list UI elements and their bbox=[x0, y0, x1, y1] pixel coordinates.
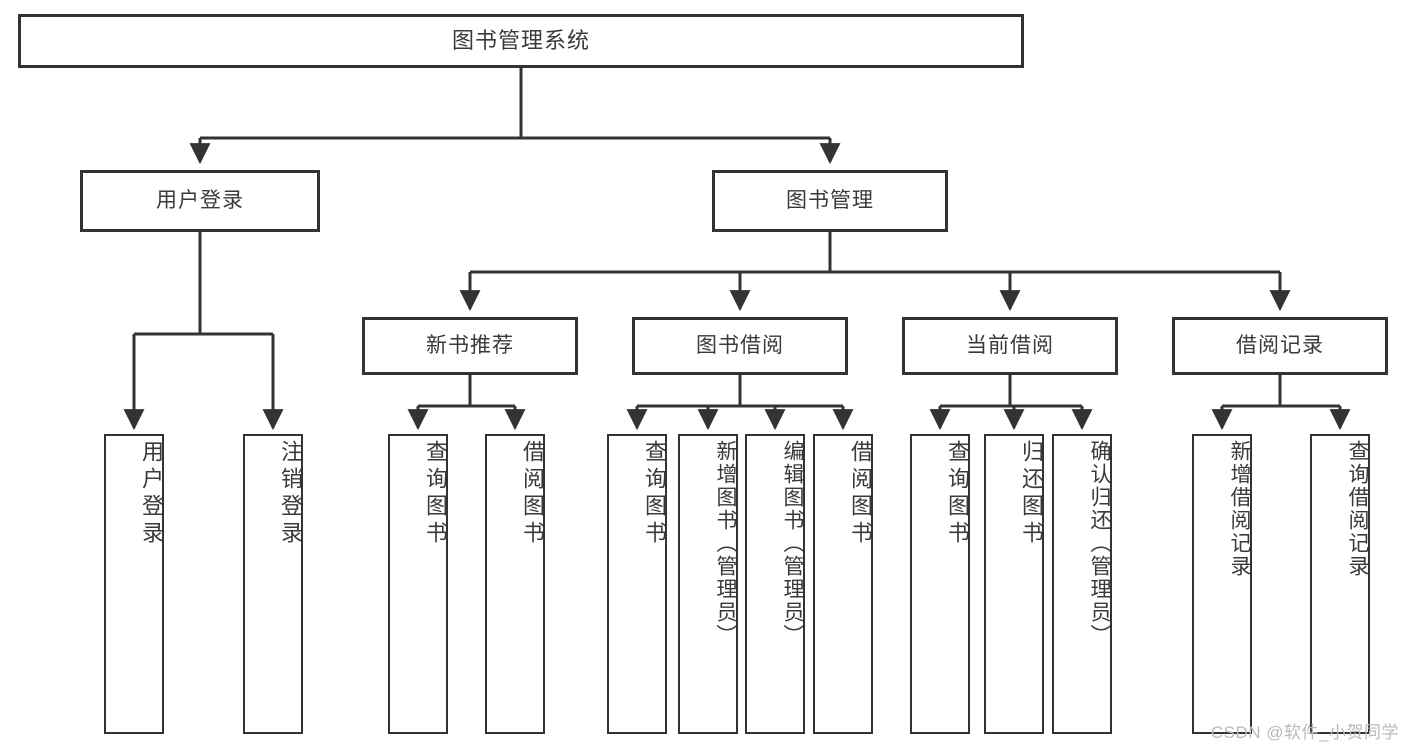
node-leaf-query-book-3[interactable]: 查询图书 bbox=[910, 434, 970, 734]
node-label-leaf-borrow-book-2: 借阅图书 bbox=[848, 440, 873, 548]
node-label-borrow-record: 借阅记录 bbox=[1236, 334, 1324, 358]
node-leaf-query-borrow-record[interactable]: 查询借阅记录 bbox=[1310, 434, 1370, 734]
node-leaf-edit-book-admin[interactable]: 编辑图书（管理员） bbox=[745, 434, 805, 734]
node-label-current-borrow: 当前借阅 bbox=[966, 334, 1054, 358]
node-book-manage[interactable]: 图书管理 bbox=[712, 170, 948, 232]
node-label-leaf-confirm-return-admin: 确认归还（管理员） bbox=[1088, 440, 1111, 647]
node-user-login[interactable]: 用户登录 bbox=[80, 170, 320, 232]
node-label-leaf-query-book-1: 查询图书 bbox=[423, 440, 448, 548]
node-leaf-add-book-admin[interactable]: 新增图书（管理员） bbox=[678, 434, 738, 734]
node-label-leaf-user-login: 用户登录 bbox=[139, 440, 164, 548]
node-leaf-logout[interactable]: 注销登录 bbox=[243, 434, 303, 734]
edge-group-book-manage bbox=[459, 232, 1291, 312]
node-label-user-login: 用户登录 bbox=[156, 189, 244, 213]
node-label-leaf-query-book-2: 查询图书 bbox=[642, 440, 667, 548]
node-label-leaf-borrow-book-1: 借阅图书 bbox=[520, 440, 545, 548]
node-label-leaf-return-book: 归还图书 bbox=[1019, 440, 1044, 548]
edge-group-book-borrow bbox=[626, 375, 854, 431]
edge-group-user-login bbox=[123, 232, 284, 431]
node-leaf-borrow-book-2[interactable]: 借阅图书 bbox=[813, 434, 873, 734]
node-leaf-user-login[interactable]: 用户登录 bbox=[104, 434, 164, 734]
node-label-leaf-add-borrow-record: 新增借阅记录 bbox=[1228, 440, 1251, 578]
node-book-borrow[interactable]: 图书借阅 bbox=[632, 317, 848, 375]
node-leaf-confirm-return-admin[interactable]: 确认归还（管理员） bbox=[1052, 434, 1112, 734]
node-leaf-return-book[interactable]: 归还图书 bbox=[984, 434, 1044, 734]
node-borrow-record[interactable]: 借阅记录 bbox=[1172, 317, 1388, 375]
node-label-book-manage: 图书管理 bbox=[786, 189, 874, 213]
node-leaf-add-borrow-record[interactable]: 新增借阅记录 bbox=[1192, 434, 1252, 734]
node-current-borrow[interactable]: 当前借阅 bbox=[902, 317, 1118, 375]
edge-group-new-book-recommend bbox=[407, 375, 526, 431]
node-new-book-recommend[interactable]: 新书推荐 bbox=[362, 317, 578, 375]
node-root[interactable]: 图书管理系统 bbox=[18, 14, 1024, 68]
node-label-leaf-logout: 注销登录 bbox=[278, 440, 303, 548]
edge-group-current-borrow bbox=[929, 375, 1093, 431]
node-label-new-book-recommend: 新书推荐 bbox=[426, 334, 514, 358]
edge-group-borrow-record bbox=[1211, 375, 1351, 431]
node-leaf-query-book-2[interactable]: 查询图书 bbox=[607, 434, 667, 734]
node-label-book-borrow: 图书借阅 bbox=[696, 334, 784, 358]
node-label-leaf-query-borrow-record: 查询借阅记录 bbox=[1346, 440, 1369, 578]
node-leaf-borrow-book-1[interactable]: 借阅图书 bbox=[485, 434, 545, 734]
node-label-leaf-add-book-admin: 新增图书（管理员） bbox=[714, 440, 737, 647]
edge-group-root bbox=[189, 68, 841, 165]
node-label-leaf-query-book-3: 查询图书 bbox=[945, 440, 970, 548]
node-label-root: 图书管理系统 bbox=[451, 27, 590, 53]
node-leaf-query-book-1[interactable]: 查询图书 bbox=[388, 434, 448, 734]
node-label-leaf-edit-book-admin: 编辑图书（管理员） bbox=[781, 440, 804, 647]
